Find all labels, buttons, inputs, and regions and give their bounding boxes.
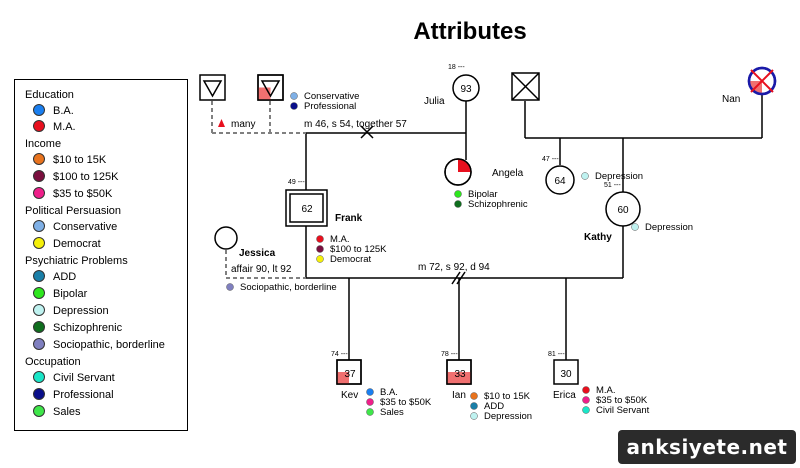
erica-birth: 81 --- [548,351,565,358]
ian-attr-3: Depression [484,411,532,422]
income-10-15k-dot-icon [33,153,45,165]
angela-attr-2: Schizophrenic [468,199,528,210]
kev-name: Kev [341,390,358,401]
unnamed-woman-symbol [545,165,575,195]
bipolar-dot-icon [454,190,462,198]
angela-attr-1: Bipolar [468,189,498,200]
sociopathic-dot-icon [33,338,45,350]
democrat-dot-icon [33,237,45,249]
income-35-50k-dot-icon [366,398,374,406]
jessica-attr-1: Sociopathic, borderline [240,282,337,293]
erica-attr-2: $35 to $50K [596,395,648,406]
ba-dot-icon [366,388,374,396]
ian-attr-2: ADD [484,401,504,412]
depression-dot-icon [33,304,45,316]
income-10-15k-dot-icon [470,392,478,400]
kathy-name: Kathy [584,232,612,243]
conservative-dot-icon [290,92,298,100]
legend-heading-occupation: Occupation [25,356,81,368]
ian-age: 33 [454,369,466,380]
conservative-dot-icon [33,220,45,232]
kathy-age: 60 [617,205,629,216]
ma-dot-icon [33,120,45,132]
kev-birth: 74 --- [331,351,348,358]
jessica-symbol [214,226,238,250]
many-label: many [231,119,255,130]
income-35-50k-dot-icon [582,396,590,404]
angela-name: Angela [492,168,524,179]
divorce-mark [451,271,461,285]
frank-birth: 49 --- [288,179,305,186]
bipolar-dot-icon [33,287,45,299]
add-dot-icon [470,402,478,410]
ba-dot-icon [33,104,45,116]
frank-symbol [285,189,328,227]
erica-name: Erica [553,390,576,401]
income-100-125k-dot-icon [33,170,45,182]
affair-label: affair 90, lt 92 [231,264,292,275]
legend-heading-psychiatric: Psychiatric Problems [25,255,128,267]
kev-attr-3: Sales [380,407,404,418]
kathy-attr-1: Depression [645,222,693,233]
civil-servant-dot-icon [582,406,590,414]
ma-dot-icon [582,386,590,394]
legend-heading-income: Income [25,138,62,150]
kev-attr-2: $35 to $50K [380,397,432,408]
income-100-125k-dot-icon [316,245,324,253]
watermark-logo: anksiyete.net [618,430,796,464]
sales-dot-icon [33,405,45,417]
grandfather-attr-1: Conservative [304,91,359,102]
professional-dot-icon [33,388,45,400]
nan-name: Nan [722,94,740,105]
schizophrenic-dot-icon [454,200,462,208]
democrat-dot-icon [316,255,324,263]
erica-attr-3: Civil Servant [596,405,650,416]
unnamed-woman-age: 64 [554,176,566,187]
professional-dot-icon [290,102,298,110]
jessica-name: Jessica [239,248,276,259]
frank-attr-3: Democrat [330,254,372,265]
diagram-title: Attributes [413,18,527,45]
many-marker-icon [218,119,225,127]
add-dot-icon [33,270,45,282]
unnamed-woman-birth: 47 --- [542,156,559,163]
julia-birth: 18 --- [448,64,465,71]
julia-symbol [452,74,480,102]
frank-age: 62 [301,204,313,215]
kev-age: 37 [344,369,356,380]
sociopathic-dot-icon [226,283,234,291]
legend-heading-education: Education [25,89,74,101]
parents-relationship-label: m 72, s 92, d 94 [418,262,490,273]
erica-symbol [553,359,579,385]
frank-name: Frank [335,213,363,224]
ma-dot-icon [316,235,324,243]
income-35-50k-dot-icon [33,187,45,199]
schizophrenic-dot-icon [33,321,45,333]
frank-attr-2: $100 to 125K [330,244,387,255]
erica-age: 30 [560,369,572,380]
depression-dot-icon [631,223,639,231]
kathy-birth: 51 --- [604,182,621,189]
depression-dot-icon [470,412,478,420]
civil-servant-dot-icon [33,371,45,383]
unnamed-woman-attr-1: Depression [595,171,643,182]
ian-attr-1: $10 to 15K [484,391,531,402]
kev-attr-1: B.A. [380,387,398,398]
julia-age: 93 [460,84,472,95]
legend-heading-political: Political Persuasion [25,205,121,217]
erica-attr-1: M.A. [596,385,616,396]
frank-attr-1: M.A. [330,234,350,245]
depression-dot-icon [581,172,589,180]
ian-birth: 78 --- [441,351,458,358]
sales-dot-icon [366,408,374,416]
grandfather-attr-2: Professional [304,101,356,112]
ian-name: Ian [452,390,466,401]
julia-name: Julia [424,96,445,107]
legend-panel: Education B.A. M.A. Income $10 to 15K $1… [14,79,188,431]
kathy-symbol [605,191,641,227]
grandparents-relationship-label: m 46, s 54, together 57 [304,119,407,130]
